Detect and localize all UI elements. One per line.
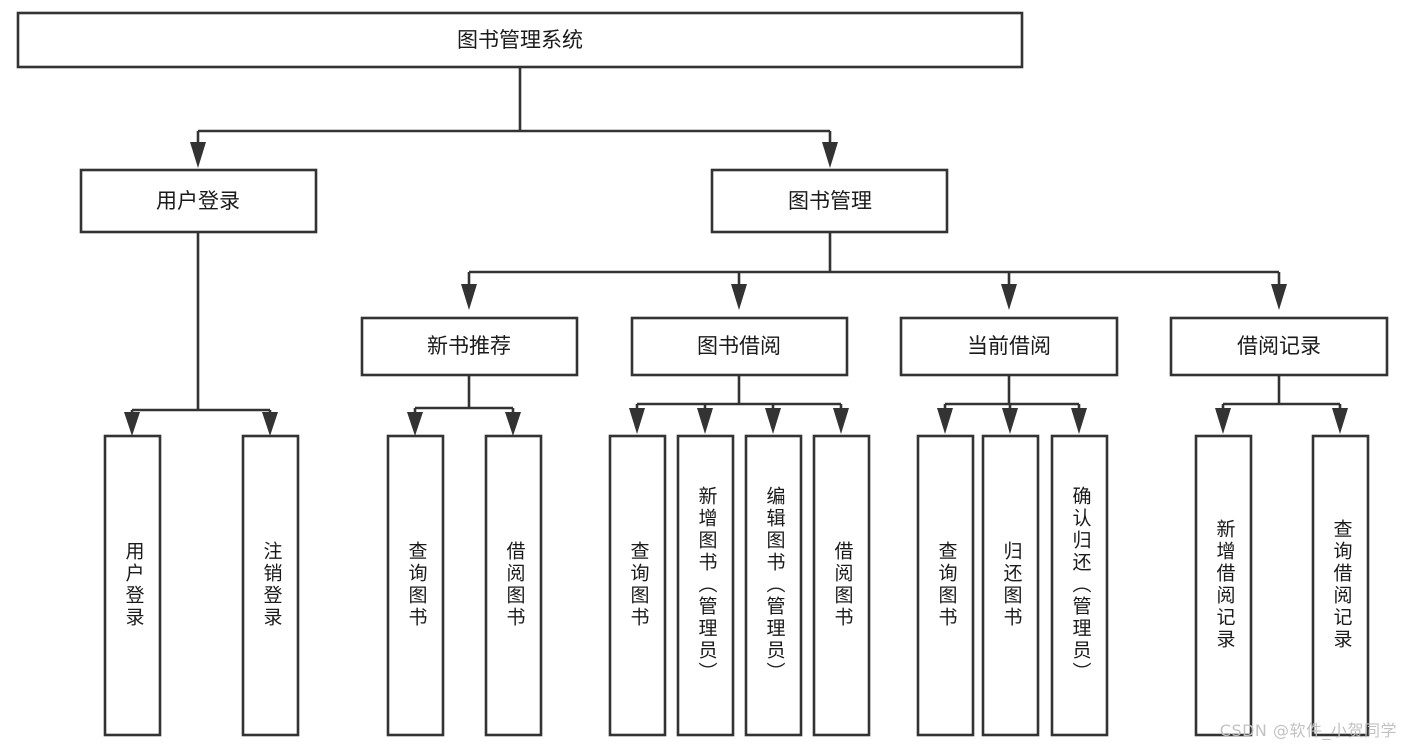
leaf-node[interactable]: 用户登录: [103, 434, 162, 737]
arrow-head-newbook: [461, 284, 477, 310]
leaf-label-edit-book-admin: 编辑图书（管理员）: [764, 486, 786, 684]
leaf-label-query-book-3: 查询图书: [936, 541, 958, 629]
leaf-box-confirm-return-admin[interactable]: [1050, 434, 1109, 737]
leaf-box-edit-book-admin[interactable]: [744, 434, 803, 737]
node-current-borrow-box[interactable]: [899, 316, 1119, 377]
leaf-label-borrow-book-1: 借阅图书: [504, 541, 526, 629]
leaf-node[interactable]: 确认归还（管理员）: [1050, 434, 1109, 737]
node-current-borrow-label: 当前借阅: [967, 334, 1051, 358]
node-book-borrow-label: 图书借阅: [697, 334, 781, 358]
leaf-box-return-book[interactable]: [981, 434, 1040, 737]
leaf-box-add-book-admin[interactable]: [676, 434, 735, 737]
arrow-head-bookmgmt: [822, 142, 838, 168]
leaf-label-confirm-return-admin: 确认归还（管理员）: [1070, 486, 1092, 684]
arrow-head-leaf-13: [1332, 408, 1348, 434]
arrow-head-current: [1001, 284, 1017, 310]
leaf-node[interactable]: 查询图书: [386, 434, 445, 737]
node-user-login[interactable]: 用户登录: [79, 168, 318, 234]
node-book-borrow-box[interactable]: [630, 316, 849, 377]
leaf-label-query-book-1: 查询图书: [406, 541, 428, 629]
arrow-head-leaf-10: [1002, 408, 1018, 434]
arrow-head-userlogin: [190, 142, 206, 168]
leaf-node[interactable]: 查询图书: [916, 434, 975, 737]
arrow-head-leaf-9: [937, 408, 953, 434]
arrow-head-record: [1271, 284, 1287, 310]
node-borrow-record-label: 借阅记录: [1237, 334, 1321, 358]
node-new-book-recommend-label: 新书推荐: [427, 334, 511, 358]
arrow-head-leaf-3: [407, 412, 423, 436]
leaf-node[interactable]: 归还图书: [981, 434, 1040, 737]
leaf-node[interactable]: 查询图书: [608, 434, 667, 737]
arrow-head-leaf-8: [833, 408, 849, 434]
arrow-head-leaf-12: [1215, 408, 1231, 434]
node-new-book-recommend[interactable]: 新书推荐: [360, 316, 579, 377]
node-book-management[interactable]: 图书管理: [710, 168, 949, 234]
arrow-head-borrow: [731, 284, 747, 310]
leaf-label-add-borrow-record: 新增借阅记录: [1214, 519, 1236, 651]
node-user-login-label: 用户登录: [156, 189, 240, 213]
leaf-box-query-borrow-record[interactable]: [1311, 434, 1370, 737]
leaf-node[interactable]: 借阅图书: [812, 434, 871, 737]
leaf-box-user-login[interactable]: [103, 434, 162, 737]
arrow-head-leaf-11: [1071, 408, 1087, 434]
node-root-label: 图书管理系统: [457, 28, 583, 52]
node-book-management-box[interactable]: [710, 168, 949, 234]
leaf-box-borrow-book-2[interactable]: [812, 434, 871, 737]
node-current-borrow[interactable]: 当前借阅: [899, 316, 1119, 377]
leaf-label-query-borrow-record: 查询借阅记录: [1331, 519, 1353, 651]
arrow-head-leaf-7: [765, 408, 781, 434]
leaf-node[interactable]: 查询借阅记录: [1311, 434, 1370, 737]
leaf-node[interactable]: 借阅图书: [484, 434, 543, 737]
node-new-book-recommend-box[interactable]: [360, 316, 579, 377]
connector-layer: [124, 67, 1348, 436]
arrow-head-leaf-4: [505, 412, 521, 436]
leaf-label-query-book-2: 查询图书: [628, 541, 650, 629]
node-borrow-record[interactable]: 借阅记录: [1169, 316, 1389, 377]
leaf-box-logout[interactable]: [241, 434, 300, 737]
leaf-node[interactable]: 注销登录: [241, 434, 300, 737]
leaf-label-user-login: 用户登录: [123, 541, 145, 629]
arrow-head-leaf-2: [262, 412, 278, 436]
node-book-management-label: 图书管理: [788, 189, 872, 213]
arrow-head-leaf-5: [629, 408, 645, 434]
leaf-box-query-book-1[interactable]: [386, 434, 445, 737]
arrow-head-leaf-1: [124, 412, 140, 436]
leaf-box-borrow-book-1[interactable]: [484, 434, 543, 737]
leaf-label-logout: 注销登录: [261, 541, 283, 629]
node-root-box[interactable]: [16, 11, 1024, 69]
node-borrow-record-box[interactable]: [1169, 316, 1389, 377]
leaf-box-query-book-3[interactable]: [916, 434, 975, 737]
leaf-node[interactable]: 编辑图书（管理员）: [744, 434, 803, 737]
leaf-box-query-book-2[interactable]: [608, 434, 667, 737]
arrow-head-leaf-6: [697, 408, 713, 434]
leaf-box-add-borrow-record[interactable]: [1194, 434, 1253, 737]
node-book-borrow[interactable]: 图书借阅: [630, 316, 849, 377]
leaf-label-borrow-book-2: 借阅图书: [832, 541, 854, 629]
leaf-node[interactable]: 新增图书（管理员）: [676, 434, 735, 737]
leaf-label-return-book: 归还图书: [1001, 541, 1023, 629]
leaf-label-add-book-admin: 新增图书（管理员）: [696, 486, 718, 684]
leaf-node[interactable]: 新增借阅记录: [1194, 434, 1253, 737]
node-root[interactable]: 图书管理系统: [16, 11, 1024, 69]
node-user-login-box[interactable]: [79, 168, 318, 234]
